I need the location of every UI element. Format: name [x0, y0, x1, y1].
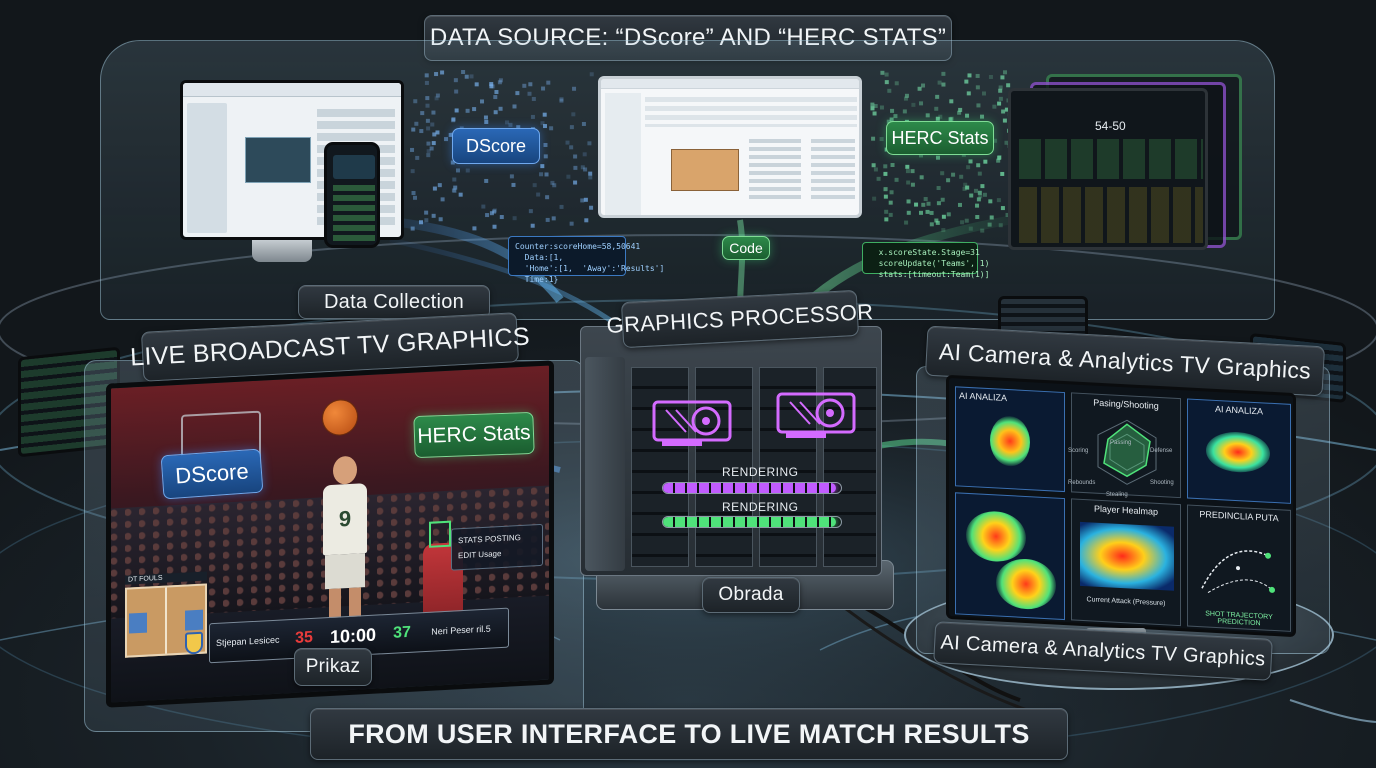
- rendering-label-1: RENDERING: [722, 465, 799, 479]
- ai-analysis-title-1: AI ANALIZA: [959, 390, 1008, 404]
- analytics-tv-screen: AI ANALIZA Pasing/Shooting AI ANALIZA Pl…: [946, 374, 1296, 638]
- radar-label: Shooting: [1150, 480, 1174, 486]
- prediction-caption: SHOT TRAJECTORY PREDICTION: [1205, 610, 1273, 628]
- tracking-box: [429, 520, 451, 548]
- trajectory-diagram: [1201, 550, 1275, 593]
- top-title: DATA SOURCE: “DScore” AND “HERC STATS”: [424, 15, 952, 61]
- radar-chart: [1097, 419, 1157, 485]
- code-snippet-right: x.scoreState.Stage=31 scoreUpdate('Teams…: [862, 242, 989, 279]
- server-column-2: [695, 367, 753, 567]
- rendering-bar-1: [662, 482, 842, 494]
- server-rack: [580, 326, 882, 576]
- dscore-app-header: [183, 83, 401, 97]
- team-shield-icon: [185, 631, 203, 655]
- radar-label: Passing: [1110, 440, 1132, 446]
- jersey-number: 9: [338, 505, 352, 532]
- server-column-3: [759, 367, 817, 567]
- processor-label: Obrada: [702, 577, 800, 613]
- bottom-title: FROM USER INTERFACE TO LIVE MATCH RESULT…: [310, 708, 1068, 760]
- stats-document-screen: [598, 76, 862, 218]
- radar-label: Rebounds: [1068, 480, 1096, 486]
- radar-label: Scoring: [1068, 448, 1089, 454]
- server-side-panel: [585, 357, 625, 571]
- away-team-name: Neri Peser ril.5: [431, 623, 491, 637]
- broadcast-display-label: Prikaz: [294, 648, 372, 686]
- data-collection-label: Data Collection: [298, 285, 490, 319]
- game-clock: 10:00: [329, 624, 377, 647]
- broadcast-dscore-tag: DScore: [160, 448, 264, 500]
- code-tag: Code: [722, 236, 770, 260]
- herc-stats-source-tag: HERC Stats: [886, 121, 994, 155]
- dscore-app-sidebar: [187, 103, 227, 233]
- rendering-bar-1-fill: [663, 483, 836, 493]
- monitor-stand: [252, 240, 312, 262]
- home-score: 35: [295, 628, 313, 647]
- rendering-bar-2-fill: [663, 517, 836, 527]
- player-heatmap-caption: Current Attack (Pressure): [1086, 596, 1166, 608]
- server-column-1: [631, 367, 689, 567]
- gpu-icon-right: [776, 392, 856, 438]
- server-column-4: [823, 367, 877, 567]
- herc-stats-screen: 54-50: [1008, 88, 1208, 250]
- passing-shooting-panel: Pasing/Shooting: [1071, 392, 1181, 499]
- radar-label: Defense: [1150, 448, 1173, 454]
- radar-label: Stealing: [1106, 492, 1128, 498]
- dscore-court: [245, 137, 311, 183]
- player-heatmap-title: Player Healmap: [1093, 503, 1159, 517]
- ai-analysis-title-2: AI ANALIZA: [1214, 403, 1264, 417]
- rendering-bar-2: [662, 516, 842, 528]
- away-score: 37: [393, 623, 411, 642]
- ai-analysis-panel-1: AI ANALIZA: [955, 386, 1065, 493]
- broadcast-herc-tag: HERC Stats: [413, 411, 535, 459]
- player-stat-card: STATS POSTING EDIT Usage: [451, 523, 543, 571]
- ai-analysis-panel-2: AI ANALIZA: [1187, 398, 1291, 504]
- player-stat-2: EDIT Usage: [458, 549, 502, 561]
- heatmap-side-panel: [955, 492, 1065, 621]
- rendering-label-2: RENDERING: [722, 500, 799, 514]
- home-team-name: Stjepan Lesicec: [216, 634, 280, 648]
- herc-score: 54-50: [1095, 119, 1126, 133]
- dscore-source-tag: DScore: [452, 128, 540, 164]
- dscore-phone: [324, 142, 380, 248]
- trajectory-prediction-panel: PREDINCLIA PUTA SHOT TRAJECTORY PREDICTI…: [1187, 504, 1291, 632]
- code-snippet-left: Counter:scoreHome=58,50641 Data:[1, 'Hom…: [508, 236, 664, 284]
- prediction-title: PREDINCLIA PUTA: [1199, 509, 1279, 524]
- player-heatmap-panel: Player Healmap Current Attack (Pressure): [1071, 498, 1181, 627]
- gpu-icon-left: [652, 400, 732, 446]
- basketball-icon: [323, 399, 357, 436]
